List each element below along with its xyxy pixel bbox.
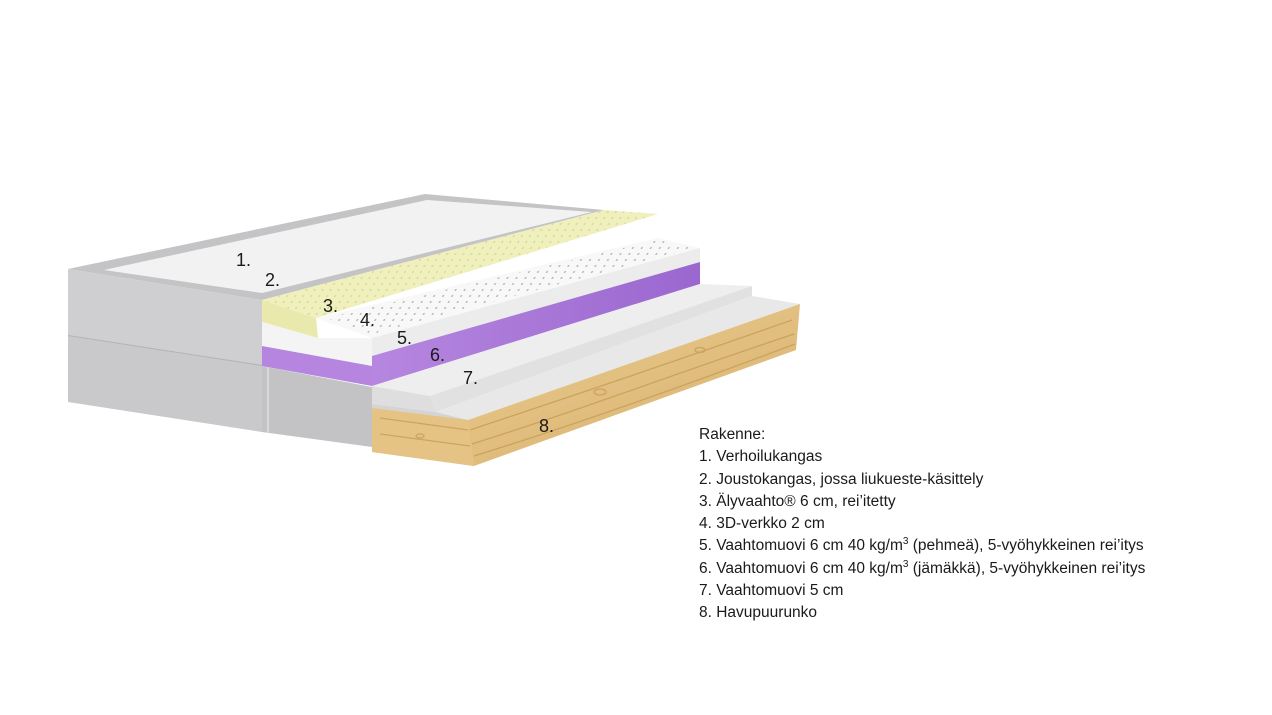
callout-labels: 1. 2. 3. 4. 5. 6. 7. 8. [236, 250, 554, 436]
callout-1: 1. [236, 250, 251, 270]
cover-block [67, 194, 604, 447]
wood-frame-body [372, 304, 800, 466]
structure-legend: Rakenne: 1. Verhoilukangas 2. Joustokang… [699, 424, 1145, 625]
cover-right-front [262, 366, 372, 447]
mesh-front-left [262, 322, 372, 366]
memory-foam-front [262, 300, 318, 338]
grey-foam-top [372, 284, 752, 396]
grey-foam-lower-front [372, 404, 468, 420]
callout-7: 7. [463, 368, 478, 388]
legend-item: 4. 3D-verkko 2 cm [699, 515, 825, 533]
callout-5: 5. [397, 328, 412, 348]
wood-grain [379, 319, 796, 457]
purple-foam-front [262, 346, 372, 386]
cover-top-panel [104, 200, 592, 293]
grey-foam-layer [372, 284, 800, 420]
legend-item: 6. Vaahtomuovi 6 cm 40 kg/m3 (jämäkkä), … [699, 558, 1146, 577]
legend-item: 7. Vaahtomuovi 5 cm [699, 582, 844, 600]
legend-item: 8. Havupuurunko [699, 604, 818, 622]
legend-item: 3. Älyvaahto® 6 cm, rei’itetty [699, 492, 896, 510]
wood-frame-layer [372, 304, 800, 466]
mesh-front-right [372, 248, 700, 356]
callout-6: 6. [430, 345, 445, 365]
callout-4: 4. [360, 310, 375, 330]
mesh-dots [326, 240, 694, 334]
mesh-layer [262, 238, 700, 366]
grey-foam-front [372, 386, 436, 412]
legend-item: 1. Verhoilukangas [699, 448, 823, 466]
grey-foam-lower-top [436, 296, 800, 420]
legend-item: 2. Joustokangas, jossa liukueste-käsitte… [699, 470, 984, 488]
legend-item: 5. Vaahtomuovi 6 cm 40 kg/m3 (pehmeä), 5… [699, 536, 1144, 555]
callout-3: 3. [323, 296, 338, 316]
callout-8: 8. [539, 416, 554, 436]
memory-foam-layer [262, 210, 658, 338]
legend-title: Rakenne: [699, 426, 766, 443]
cover-lower-front [68, 336, 262, 432]
callout-2: 2. [265, 270, 280, 290]
cover-upper-front [68, 269, 262, 366]
grey-foam-step-top [430, 286, 752, 412]
purple-foam-layer [262, 262, 700, 386]
purple-foam-side [372, 262, 700, 386]
memory-foam-holes [262, 210, 658, 318]
